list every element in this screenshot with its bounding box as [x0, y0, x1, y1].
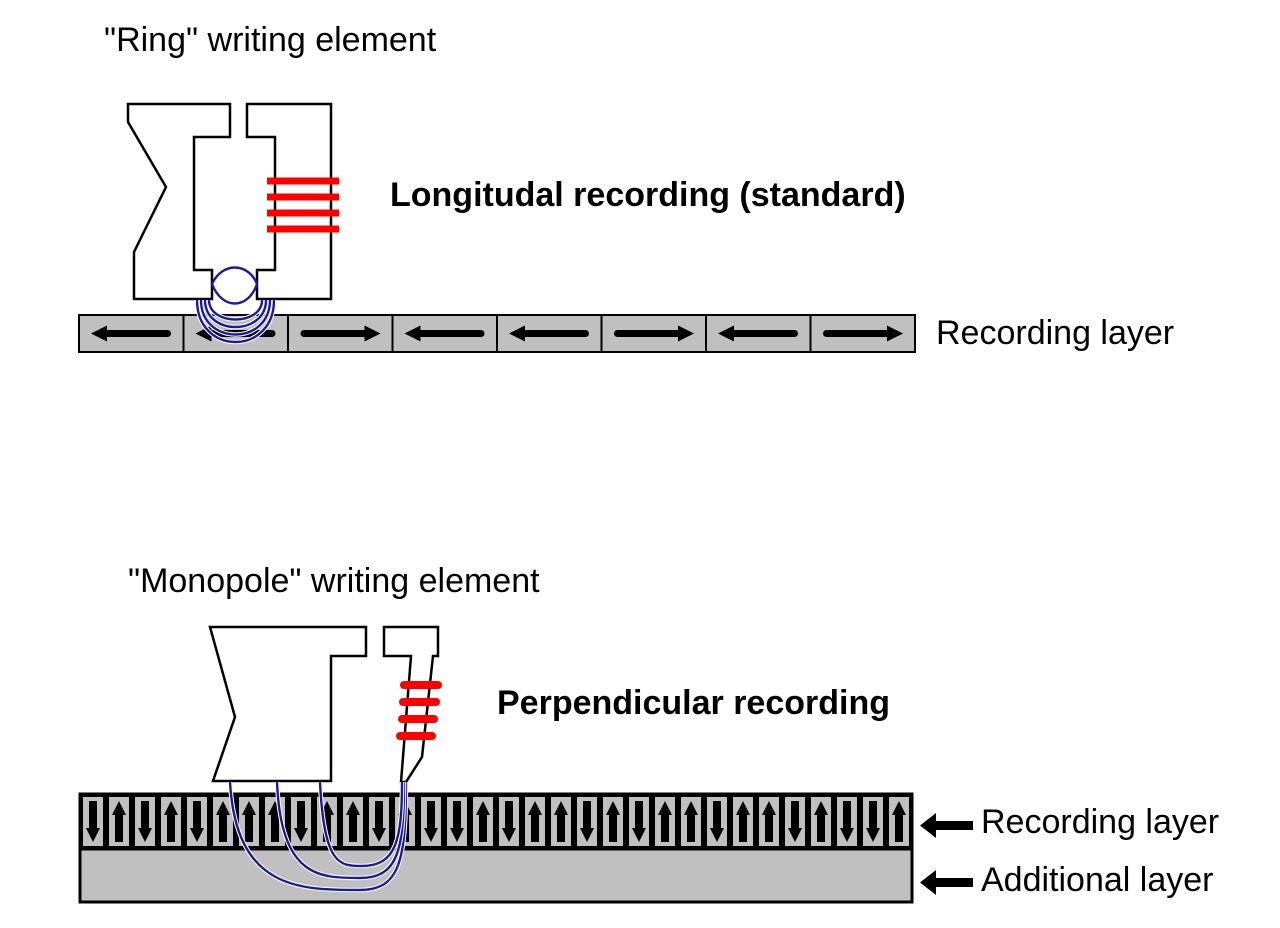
additional-layer-label: Additional layer: [981, 861, 1213, 899]
recording-layer-pointer-arrow: [920, 813, 973, 838]
perpendicular-bit-arrow-up: [346, 801, 360, 842]
perpendicular-bit-arrow-down: [710, 801, 724, 842]
perpendicular-bit-arrow-down: [502, 801, 516, 842]
perpendicular-field-lines: [227, 781, 409, 893]
perpendicular-bit-arrow-down: [866, 801, 880, 842]
perpendicular-bit-arrow-down: [294, 801, 308, 842]
perpendicular-bit-arrow-down: [580, 801, 594, 842]
longitudinal-bit-arrow-left: [718, 325, 798, 342]
ring-fringe-field: [194, 299, 277, 345]
perpendicular-bit-arrow-up: [762, 801, 776, 842]
monopole-return-pole: [208, 625, 368, 783]
ring-head-right-pole: [245, 102, 333, 301]
perpendicular-bit-arrow-up: [658, 801, 672, 842]
perpendicular-bit-arrow-down: [788, 801, 802, 842]
monopole-coil: [396, 681, 442, 740]
perpendicular-bit-arrow-down: [424, 801, 438, 842]
ring-element-title: "Ring" writing element: [104, 21, 437, 59]
perpendicular-bit-arrow-down: [190, 801, 204, 842]
perpendicular-bit-arrow-up: [528, 801, 542, 842]
perpendicular-bit-arrow-up: [892, 801, 906, 842]
recording-layer-bottom-label: Recording layer: [981, 803, 1219, 841]
longitudinal-bit-arrow-right: [300, 325, 381, 342]
perpendicular-bit-arrow-up: [164, 801, 178, 842]
perpendicular-bit-arrow-up: [112, 801, 126, 842]
additional-layer: [78, 847, 914, 904]
perpendicular-bit-arrow-down: [86, 801, 100, 842]
longitudinal-recording-label: Longitudal recording (standard): [390, 176, 906, 214]
monopole-element-title: "Monopole" writing element: [128, 562, 540, 600]
perpendicular-bit-arrow-up: [554, 801, 568, 842]
perpendicular-bit-arrow-down: [450, 801, 464, 842]
longitudinal-bit-arrow-left: [509, 325, 589, 342]
additional-layer-pointer-arrow: [920, 870, 973, 895]
ring-gap-field: [210, 266, 259, 305]
perpendicular-recording-label: Perpendicular recording: [497, 684, 890, 722]
perpendicular-bit-arrow-up: [606, 801, 620, 842]
perpendicular-bit-arrow-up: [814, 801, 828, 842]
perpendicular-bit-arrow-down: [138, 801, 152, 842]
longitudinal-bit-arrow-right: [823, 325, 903, 342]
longitudinal-bit-arrow-left: [404, 325, 485, 342]
perpendicular-bit-arrow-down: [632, 801, 646, 842]
ring-coil: [267, 177, 339, 233]
perpendicular-bit-arrow-up: [684, 801, 698, 842]
perpendicular-bit-arrow-up: [242, 801, 256, 842]
perpendicular-bit-arrow-up: [476, 801, 490, 842]
perpendicular-bit-arrow-up: [216, 801, 230, 842]
longitudinal-bit-arrow-right: [614, 325, 694, 342]
perpendicular-media: [78, 792, 914, 904]
recording-layer-top-label: Recording layer: [936, 314, 1174, 352]
perpendicular-bit-arrow-down: [372, 801, 386, 842]
perpendicular-bit-arrow-up: [736, 801, 750, 842]
longitudinal-bit-arrow-left: [91, 325, 171, 342]
perpendicular-bit-arrow-down: [840, 801, 854, 842]
ring-head-left-pole: [126, 102, 232, 301]
